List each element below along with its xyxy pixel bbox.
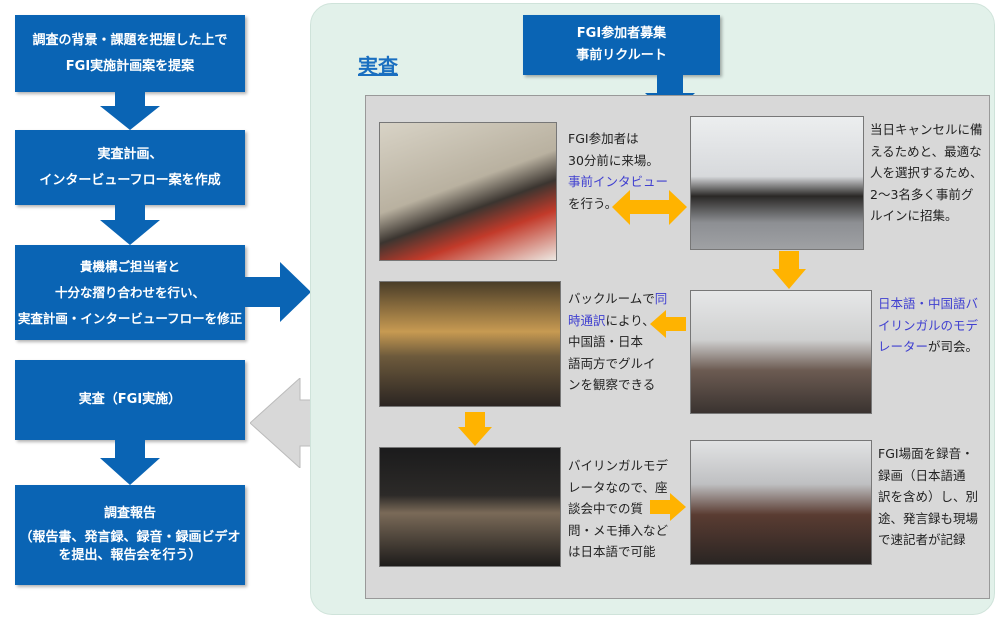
- right-arrow-icon: [245, 262, 311, 322]
- highlight-text: 同 時通訳: [568, 291, 668, 328]
- flow-step-report: 調査報告 （報告書、発言録、録音・録画ビデオを提出、報告会を行う）: [15, 485, 245, 585]
- left-orange-arrow-icon: [650, 310, 686, 338]
- step-text: （報告書、発言録、録音・録画ビデオ: [19, 530, 241, 545]
- recruit-text: FGI参加者募集: [576, 26, 667, 41]
- text: を行う。: [568, 195, 618, 211]
- step-text-japanese-notes: バイリンガルモデ レータなので、座 談会中での質 問・メモ挿入など は日本語で可…: [568, 455, 668, 563]
- panel-title: 実査: [358, 54, 398, 78]
- text: バイリンガルモデ レータなので、座 談会中での質 問・メモ挿入など は日本語で可…: [568, 458, 669, 559]
- flow-step-plan: 実査計画、インタービューフロー案を作成: [15, 130, 245, 205]
- text: 当日キャンセルに備 えるためと、最適な 人を選択するため、 2～3名多く事前グ …: [870, 122, 983, 223]
- text: FGI参加者は 30分前に来場。: [568, 131, 659, 168]
- highlight-text: 事前インタビュー: [568, 174, 669, 189]
- step-text-moderator: 日本語・中国語バ イリンガルのモデ レーターが司会。: [878, 293, 978, 358]
- photo-moderator: [690, 290, 872, 414]
- down-orange-arrow-icon: [772, 251, 806, 289]
- step-text: 調査報告: [103, 506, 156, 521]
- step-text-recording: FGI場面を録音・ 録画（日本語通 訳を含め）し、別 途、発言録も現場 で速記者…: [878, 443, 978, 551]
- down-arrow-icon: [100, 205, 160, 245]
- photo-observation: [379, 447, 561, 567]
- down-arrow-icon: [100, 440, 160, 485]
- step-text: 実査計画、: [97, 146, 163, 162]
- recruit-box: FGI参加者募集事前リクルート: [523, 15, 720, 75]
- step-text: 十分な摺り合わせを行い、: [54, 284, 205, 300]
- photo-pre-interview: [379, 122, 557, 261]
- recruit-text: 事前リクルート: [576, 48, 667, 63]
- text: FGI場面を録音・ 録画（日本語通 訳を含め）し、別 途、発言録も現場 で速記者…: [878, 446, 979, 547]
- step-text-pre-interview: FGI参加者は 30分前に来場。 事前インタビュー を行う。: [568, 128, 668, 214]
- step-text: FGI実施計画案を提案: [65, 58, 195, 74]
- photo-recording: [690, 440, 872, 565]
- step-text: 実査計画・インタービューフローを修正: [17, 310, 243, 326]
- flow-step-proposal: 調査の背景・課題を把握した上で FGI実施計画案を提案: [15, 15, 245, 92]
- photo-meeting-room: [690, 116, 864, 250]
- step-text: を提出、報告会を行う）: [58, 548, 202, 563]
- step-text-interpretation: バックルームで同 時通訳により、 中国語・日本 語両方でグルイ ンを観察できる: [568, 288, 667, 396]
- flow-step-fieldwork: 実査（FGI実施）: [15, 360, 245, 440]
- step-text: 実査（FGI実施）: [78, 392, 182, 407]
- text: バックルームで: [568, 291, 655, 306]
- step-text: 調査の背景・課題を把握した上で: [32, 32, 228, 48]
- down-arrow-icon: [100, 92, 160, 130]
- step-text: 貴機構ご担当者と: [79, 258, 180, 274]
- step-text: インタービューフロー案を作成: [39, 172, 221, 188]
- flow-step-adjust: 貴機構ご担当者と十分な摺り合わせを行い、実査計画・インタービューフローを修正: [15, 245, 245, 340]
- text: により、 中国語・日本 語両方でグルイ ンを観察できる: [568, 312, 656, 393]
- highlight-text: 日本語・中国語バ イリンガルのモデ レーター: [878, 296, 979, 354]
- down-orange-arrow-icon: [458, 412, 492, 446]
- double-arrow-icon: [612, 190, 687, 225]
- photo-backroom: [379, 281, 561, 407]
- right-orange-arrow-icon: [650, 493, 686, 521]
- step-text-extra-recruit: 当日キャンセルに備 えるためと、最適な 人を選択するため、 2～3名多く事前グ …: [870, 119, 983, 227]
- text: が司会。: [928, 339, 979, 354]
